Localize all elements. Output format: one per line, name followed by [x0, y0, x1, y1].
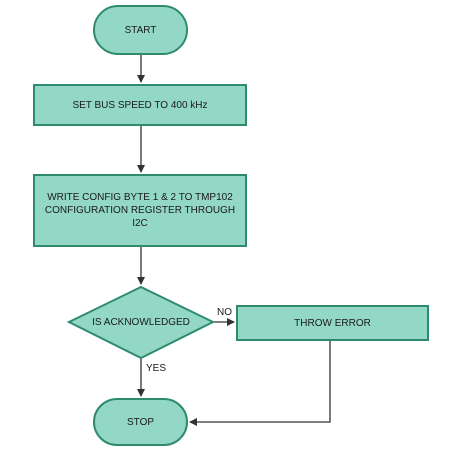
- start-label: START: [124, 24, 157, 36]
- arrow-throw-error-to-stop: [189, 341, 331, 426]
- set-bus-speed-node: SET BUS SPEED TO 400 kHz: [33, 84, 247, 126]
- decision-label: IS ACKNOWLEDGED: [92, 316, 190, 328]
- stop-node: STOP: [93, 398, 188, 446]
- write-config-node: WRITE CONFIG BYTE 1 & 2 TO TMP102 CONFIG…: [33, 174, 247, 247]
- decision-diamond: [66, 285, 216, 360]
- write-config-label: WRITE CONFIG BYTE 1 & 2 TO TMP102 CONFIG…: [44, 192, 236, 229]
- set-bus-speed-label: SET BUS SPEED TO 400 kHz: [72, 99, 208, 111]
- throw-error-node: THROW ERROR: [236, 305, 429, 341]
- throw-error-label: THROW ERROR: [294, 317, 371, 329]
- edge-label-no: NO: [217, 307, 232, 318]
- stop-label: STOP: [126, 416, 155, 428]
- start-node: START: [93, 5, 188, 55]
- edge-label-yes: YES: [146, 363, 167, 374]
